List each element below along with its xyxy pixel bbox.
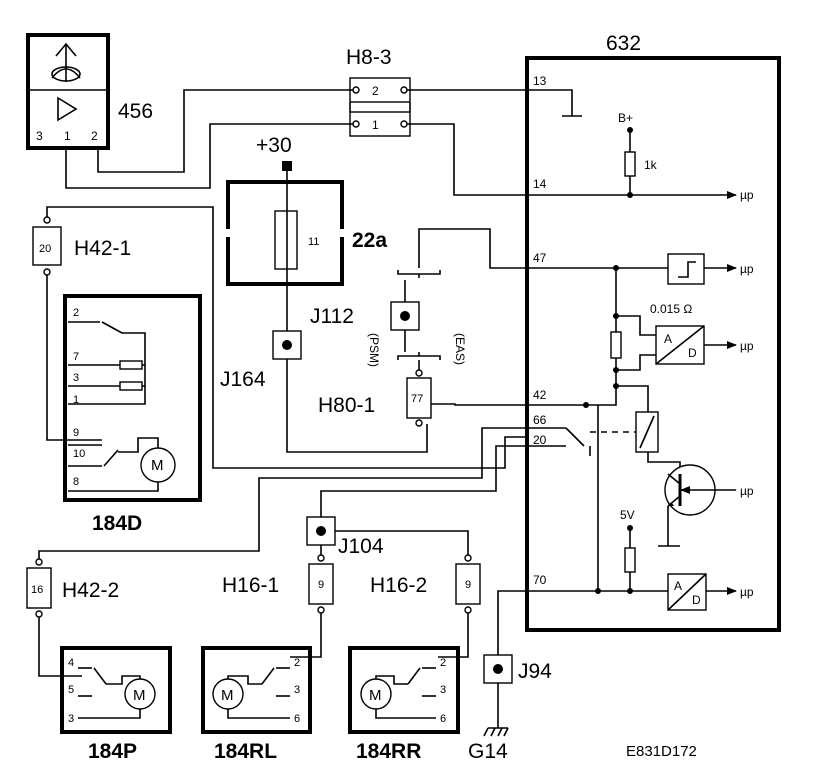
svg-text:3: 3 (36, 129, 43, 143)
svg-text:5: 5 (68, 684, 74, 696)
svg-text:H42-1: H42-1 (74, 237, 131, 260)
sensor-eye-icon (51, 42, 81, 82)
svg-text:2: 2 (440, 657, 446, 669)
svg-text:B+: B+ (618, 111, 633, 125)
svg-text:5V: 5V (620, 508, 635, 522)
svg-text:184RL: 184RL (214, 740, 277, 763)
svg-text:M: M (151, 457, 164, 474)
svg-text:µp: µp (740, 484, 754, 498)
svg-text:632: 632 (606, 32, 641, 55)
ground-g14: G14 (468, 683, 509, 763)
svg-text:6: 6 (294, 713, 300, 725)
svg-text:J104: J104 (338, 535, 384, 558)
svg-text:47: 47 (533, 251, 547, 265)
svg-text:2: 2 (372, 84, 379, 98)
svg-text:M: M (221, 687, 234, 704)
svg-text:µp: µp (740, 262, 754, 276)
svg-text:2: 2 (73, 307, 79, 319)
splice-j94: J94 (483, 654, 552, 684)
svg-text:3: 3 (294, 684, 300, 696)
svg-text:6: 6 (440, 713, 446, 725)
drawing-reference: E831D172 (626, 743, 697, 760)
svg-text:µp: µp (740, 188, 754, 202)
svg-text:H16-2: H16-2 (370, 574, 427, 597)
connector-h42-2: 16 H42-2 (26, 558, 119, 618)
splice-j104: J104 (306, 516, 384, 558)
svg-text:8: 8 (73, 476, 79, 488)
svg-text:20: 20 (533, 433, 547, 447)
svg-text:2: 2 (91, 129, 98, 143)
svg-text:+30: +30 (256, 134, 292, 157)
svg-text:184D: 184D (92, 512, 142, 535)
svg-text:0.015 Ω: 0.015 Ω (650, 302, 692, 316)
svg-text:M: M (369, 687, 382, 704)
svg-text:13: 13 (533, 74, 547, 88)
svg-text:D: D (692, 593, 701, 607)
svg-text:(PSM): (PSM) (367, 333, 381, 367)
svg-text:184P: 184P (88, 740, 137, 763)
svg-text:J112: J112 (310, 305, 354, 328)
svg-text:3: 3 (440, 684, 446, 696)
svg-text:1: 1 (64, 129, 71, 143)
svg-text:1k: 1k (644, 158, 658, 172)
svg-text:A: A (664, 332, 672, 346)
svg-text:184RR: 184RR (356, 740, 421, 763)
connector-h80-1: 77 H80-1 (318, 369, 432, 427)
motor-184rl: 2 3 6 M 184RL (201, 646, 312, 763)
svg-text:10: 10 (73, 448, 85, 460)
svg-text:4: 4 (68, 657, 74, 669)
ecu-internals: 13 14 47 42 66 20 70 B+ 1k µp µp 0.015 Ω… (527, 74, 754, 611)
svg-text:456: 456 (118, 100, 153, 123)
ecu-632: 632 (525, 32, 781, 632)
svg-text:9: 9 (73, 427, 79, 439)
amplifier-icon (57, 96, 78, 122)
svg-text:22a: 22a (352, 229, 387, 252)
svg-text:J164: J164 (220, 368, 266, 391)
svg-text:42: 42 (533, 388, 547, 402)
svg-text:µp: µp (740, 339, 754, 353)
svg-text:1: 1 (372, 118, 379, 132)
motor-184d: 2 7 3 1 9 10 8 M 184D (63, 294, 202, 535)
connector-h16-2: 9 H16-2 (370, 554, 481, 614)
svg-text:G14: G14 (468, 740, 508, 763)
svg-text:(EAS): (EAS) (453, 333, 467, 365)
svg-text:µp: µp (740, 585, 754, 599)
svg-text:H8-3: H8-3 (346, 46, 392, 69)
svg-text:14: 14 (533, 177, 547, 191)
svg-text:66: 66 (533, 413, 547, 427)
svg-text:9: 9 (318, 579, 324, 591)
svg-text:J94: J94 (518, 660, 552, 683)
motor-184p: 4 5 3 M 184P (60, 646, 172, 763)
splice-j112: J112 (310, 301, 420, 331)
svg-text:3: 3 (73, 372, 79, 384)
svg-text:70: 70 (533, 573, 547, 587)
sensor-456: 3 1 2 456 (26, 33, 153, 150)
svg-text:M: M (133, 687, 146, 704)
svg-text:A: A (674, 579, 682, 593)
connector-h42-1: 20 H42-1 (32, 216, 131, 276)
svg-text:9: 9 (465, 579, 471, 591)
connector-h8-3: H8-3 2 1 (346, 46, 411, 137)
svg-text:H80-1: H80-1 (318, 394, 375, 417)
svg-text:3: 3 (68, 713, 74, 725)
svg-text:2: 2 (294, 657, 300, 669)
svg-text:77: 77 (411, 393, 423, 405)
svg-text:H42-2: H42-2 (62, 579, 119, 602)
fuse-box-22a: +30 11 22a (226, 134, 387, 345)
motor-184rr: 2 3 6 M 184RR (348, 646, 460, 763)
svg-text:7: 7 (73, 351, 79, 363)
svg-text:11: 11 (308, 236, 319, 248)
svg-text:1: 1 (73, 394, 79, 406)
svg-text:20: 20 (39, 243, 51, 255)
connector-h16-1: 9 H16-1 (222, 554, 334, 614)
svg-text:H16-1: H16-1 (222, 574, 279, 597)
svg-text:D: D (688, 346, 697, 360)
svg-text:16: 16 (31, 584, 43, 596)
splice-j164: J164 (220, 330, 302, 391)
